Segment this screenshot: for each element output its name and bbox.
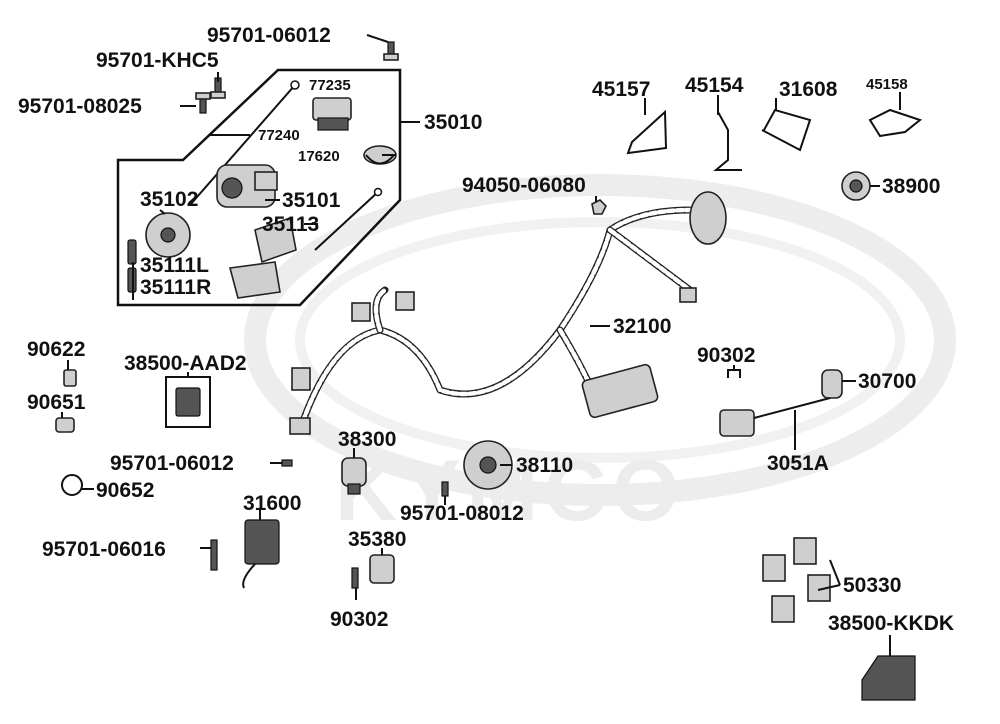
relay-38500-AAD2 (165, 376, 211, 428)
label-35111R: 35111R (140, 276, 211, 299)
part-35380-switch (369, 554, 395, 584)
label-77240: 77240 (258, 127, 300, 144)
label-31608: 31608 (779, 78, 838, 101)
label-94050-06080: 94050-06080 (462, 174, 586, 197)
label-77235: 77235 (309, 77, 351, 94)
part-90651 (55, 417, 75, 433)
screw-95701-06016 (210, 539, 218, 571)
label-38300: 38300 (338, 428, 396, 451)
label-95701-06012-top: 95701-06012 (207, 24, 331, 47)
label-35111L: 35111L (140, 254, 209, 277)
ignition-kit-frame (116, 68, 402, 307)
part-31600-regulator (242, 519, 280, 589)
part-lock-bracket (228, 216, 297, 299)
label-35101: 35101 (282, 189, 341, 212)
label-38500-KKDK: 38500-KKDK (828, 612, 954, 635)
label-90651: 90651 (27, 391, 86, 414)
part-31608-clip (761, 108, 812, 152)
label-45157: 45157 (592, 78, 650, 101)
label-90652: 90652 (96, 479, 154, 502)
leader-lines (61, 34, 901, 656)
part-38500-KKDK-module (861, 655, 916, 701)
label-32100: 32100 (613, 315, 671, 338)
screw-95701-08025 (195, 92, 211, 114)
label-30700: 30700 (858, 370, 916, 393)
part-45154-bracket (713, 111, 742, 171)
label-95701-06012-mid: 95701-06012 (110, 452, 234, 475)
label-95701-08025: 95701-08025 (18, 95, 142, 118)
label-38500-AAD2: 38500-AAD2 (124, 352, 247, 375)
label-95701-06016: 95701-06016 (42, 538, 166, 561)
label-35102: 35102 (140, 188, 198, 211)
nut-94050-06080 (591, 199, 607, 215)
label-90622: 90622 (27, 338, 85, 361)
part-45157-bracket (626, 109, 668, 155)
part-38900-buzzer (841, 171, 871, 201)
label-95701-KHC5: 95701-KHC5 (96, 49, 219, 72)
part-77240-cable (189, 80, 300, 206)
part-90302-clip (727, 369, 741, 378)
label-38900: 38900 (882, 175, 940, 198)
part-50330-pads (762, 537, 831, 623)
label-45158: 45158 (866, 76, 908, 93)
part-35102-seat-lock (145, 212, 191, 258)
label-95701-08012: 95701-08012 (400, 502, 524, 525)
screw-95701-06012-top (383, 41, 399, 61)
screw-90302-bottom (351, 567, 359, 589)
label-35010: 35010 (424, 111, 482, 134)
label-50330: 50330 (843, 574, 901, 597)
part-35113-cable (314, 187, 383, 251)
label-31600: 31600 (243, 492, 301, 515)
screw-95701-06012-mid (281, 459, 293, 467)
label-90302-bottom: 90302 (330, 608, 388, 631)
part-35101-switch (216, 164, 278, 208)
kymco-watermark: KYMCO (244, 174, 956, 539)
part-77235-solenoid (312, 97, 352, 131)
part-38300-switch (341, 457, 367, 495)
label-90302-right: 90302 (697, 344, 755, 367)
part-3051A-ignition-coil (719, 397, 831, 437)
label-45154: 45154 (685, 74, 744, 97)
label-35113: 35113 (262, 213, 319, 236)
label-3051A: 3051A (767, 452, 829, 475)
label-17620: 17620 (298, 148, 340, 165)
label-35380: 35380 (348, 528, 406, 551)
part-45158-clip (868, 108, 923, 138)
label-38110: 38110 (516, 454, 573, 477)
part-30700-plug-cap (821, 369, 843, 399)
screw-95701-08012 (441, 481, 449, 497)
part-90622 (63, 369, 77, 387)
wiring-harness-32100 (289, 191, 727, 435)
part-90652-clamp (61, 474, 83, 496)
